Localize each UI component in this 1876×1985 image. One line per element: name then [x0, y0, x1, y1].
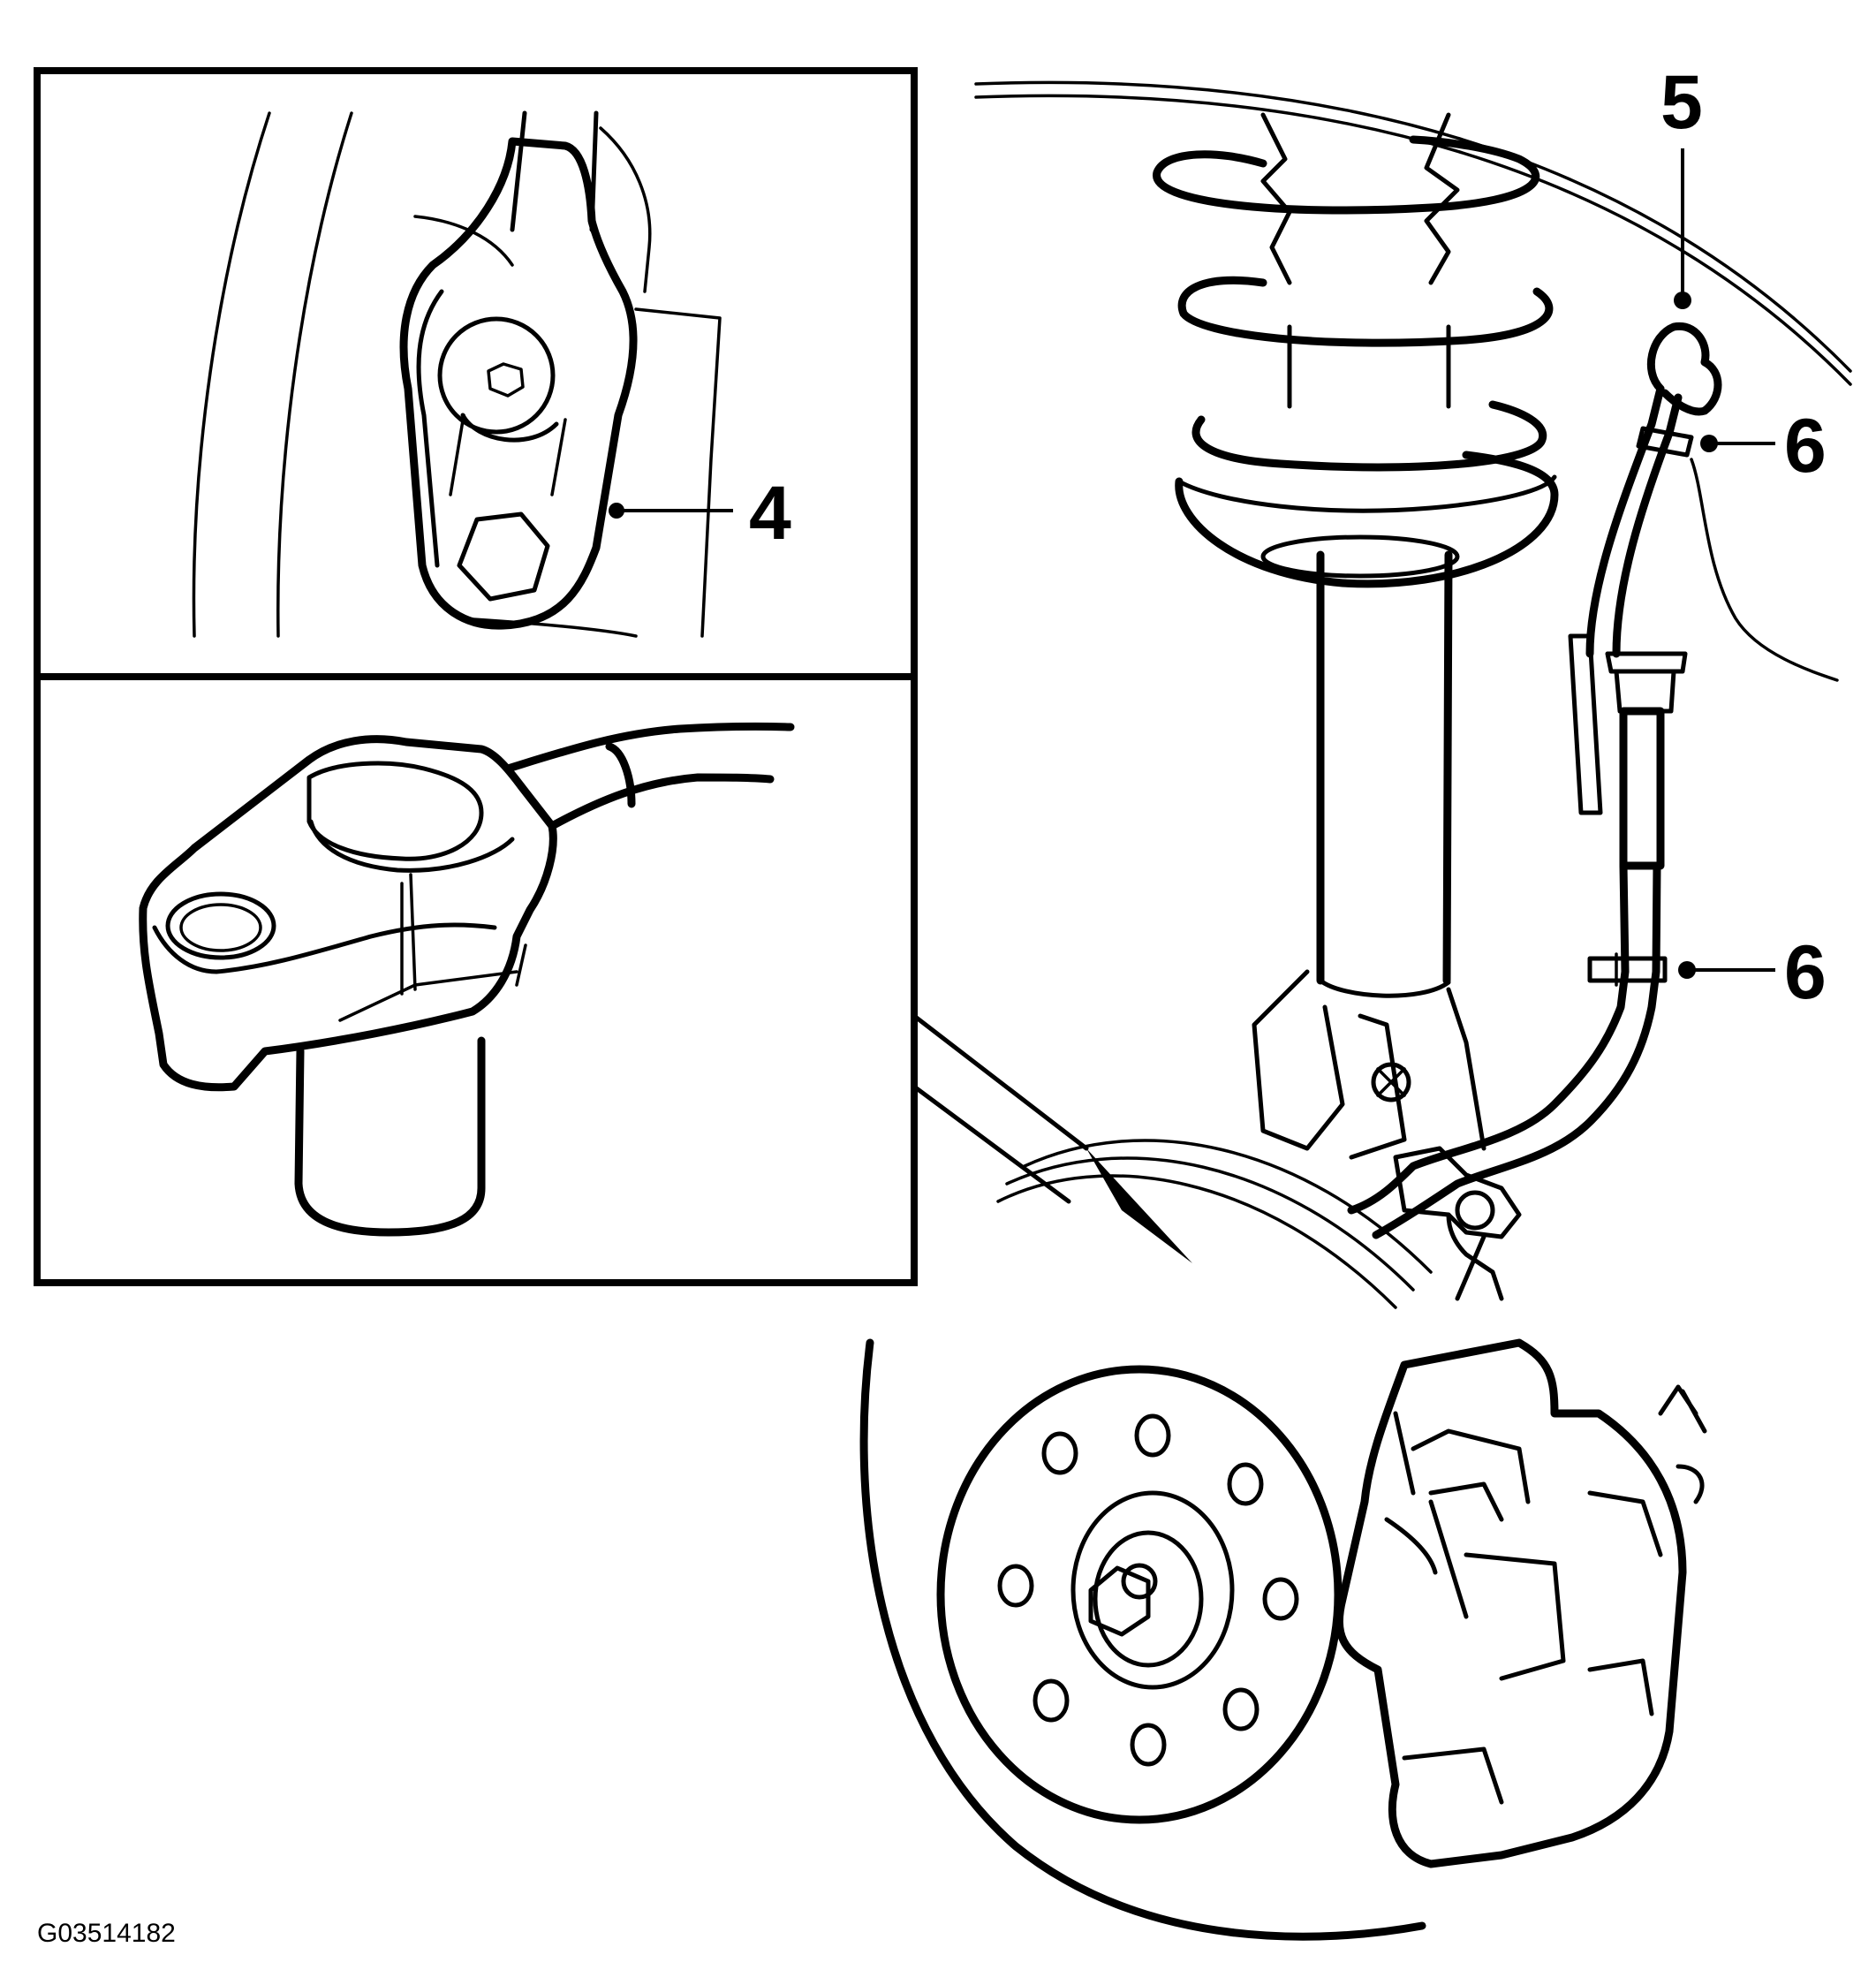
inset-top-frame	[34, 67, 918, 680]
callout-6-upper-label: 6	[1784, 404, 1827, 489]
inset-sensor-detail	[34, 673, 918, 1286]
callout-5-label: 5	[1660, 60, 1703, 145]
callout-4-label: 4	[749, 471, 791, 556]
main-suspension-assembly: 5 6 6	[859, 60, 1852, 1941]
callout-6-lower-label: 6	[1784, 930, 1827, 1015]
figure-id: G03514182	[37, 1919, 176, 1948]
inset-top-view: 4	[34, 67, 918, 680]
callout-5-dot	[1674, 292, 1691, 309]
inset-detail-frame	[34, 673, 918, 1286]
